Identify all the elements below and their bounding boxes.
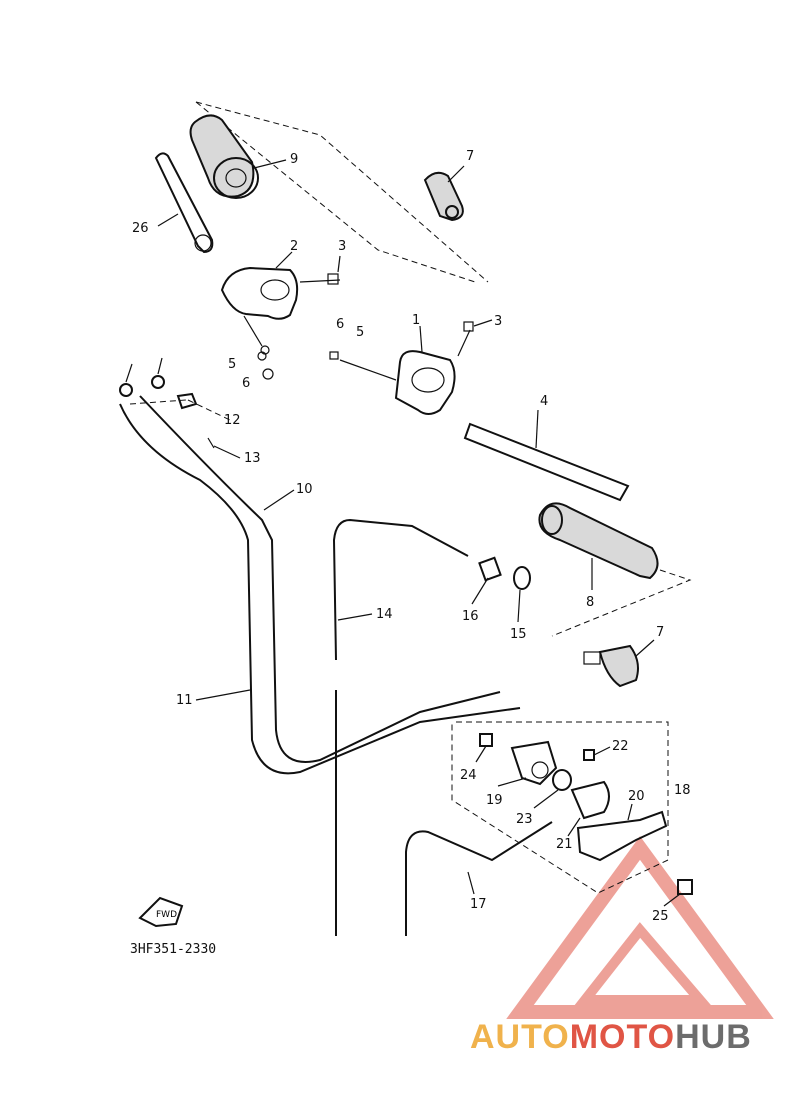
label-6-b: 6	[336, 317, 344, 332]
label-5-a: 5	[228, 357, 236, 372]
callout-leaders	[157, 159, 681, 907]
clutch-cable-14	[332, 518, 469, 936]
throttle-housing-1	[329, 321, 474, 415]
holder-2	[220, 266, 341, 355]
bolt-25	[677, 879, 693, 895]
front-arrow-label: FWD	[156, 910, 177, 920]
front-arrow-icon: FWD	[138, 896, 184, 928]
screw-5-left	[257, 351, 267, 361]
watermark-part-1: AUTO	[470, 1018, 570, 1056]
washer-23	[552, 769, 572, 791]
label-16: 16	[462, 609, 479, 624]
bar-end-7-bottom	[583, 644, 639, 688]
label-13: 13	[244, 451, 261, 466]
watermark-text: AUTOMOTOHUB	[470, 1018, 752, 1057]
throttle-cable-10	[139, 357, 501, 763]
label-10: 10	[296, 482, 313, 497]
callout-labels: 1 2 3 3 4 5 5 6 6 7 7 8 9 10 11 12 13 14…	[132, 149, 691, 924]
bar-end-7-top	[423, 171, 464, 222]
left-grip-9	[189, 114, 259, 199]
label-2: 2	[290, 239, 298, 254]
label-7-a: 7	[466, 149, 474, 164]
label-4: 4	[540, 394, 548, 409]
label-11: 11	[176, 693, 193, 708]
bar-weight-26	[154, 152, 214, 254]
screw-13	[207, 437, 215, 449]
washer-6-left	[262, 368, 274, 380]
label-7-b: 7	[656, 625, 664, 640]
label-17: 17	[470, 897, 487, 912]
label-3-a: 3	[338, 239, 346, 254]
label-18: 18	[674, 783, 691, 798]
screw-22	[583, 749, 595, 761]
right-grip-8	[538, 502, 659, 580]
clip-12	[176, 392, 198, 410]
watermark-part-3: HUB	[675, 1018, 752, 1056]
label-26: 26	[132, 221, 149, 236]
adjuster-16	[478, 556, 502, 582]
diagram-code: 3HF351-2330	[130, 942, 217, 957]
label-1: 1	[412, 313, 420, 328]
label-23: 23	[516, 812, 533, 827]
label-14: 14	[376, 607, 393, 622]
holder-19	[510, 740, 558, 786]
label-22: 22	[612, 739, 629, 754]
bolt-24	[479, 733, 493, 747]
cable-17	[405, 821, 553, 936]
handlebar-4	[463, 422, 630, 502]
label-25: 25	[652, 909, 669, 924]
watermark-logo-icon	[506, 836, 774, 1019]
label-21: 21	[556, 837, 573, 852]
label-19: 19	[486, 793, 503, 808]
throttle-cable-11	[119, 363, 521, 775]
label-3-b: 3	[494, 314, 502, 329]
label-15: 15	[510, 627, 527, 642]
label-12: 12	[224, 413, 241, 428]
label-5-b: 5	[356, 325, 364, 340]
label-20: 20	[628, 789, 645, 804]
label-9: 9	[290, 152, 298, 167]
lever-21	[570, 780, 610, 820]
label-6-a: 6	[242, 376, 250, 391]
locknut-15	[513, 566, 531, 590]
watermark-part-2: MOTO	[569, 1018, 676, 1056]
label-24: 24	[460, 768, 477, 783]
label-8: 8	[586, 595, 594, 610]
bracket-20	[576, 810, 668, 862]
leader-lines	[129, 101, 692, 894]
